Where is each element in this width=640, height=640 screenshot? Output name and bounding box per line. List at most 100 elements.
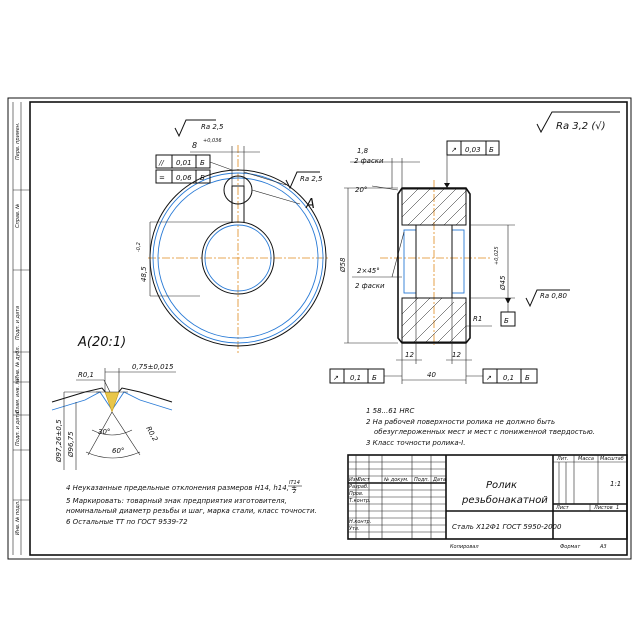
tol-frame-1 [155, 154, 211, 169]
format-value: A3 [599, 544, 607, 550]
roughness-keyway: Ra 2,5 [300, 175, 323, 183]
col-date: Дата [432, 477, 446, 483]
side-view: 1,8 2 фаски 20° ↗ 0,03 Б Ø58 2×45° 2 фас… [329, 140, 570, 384]
copied-by: Копировал [450, 544, 479, 550]
strip-label: Подп. и дата [15, 412, 21, 446]
angle: 20° [355, 186, 367, 194]
chamfer-top: 1,8 [357, 147, 369, 155]
tol-datum: Б [200, 174, 205, 182]
detail-a: A(20:1) R0,1 0,75±0,015 Ø97,26±0,5 Ø96,7… [51, 335, 176, 470]
side-strip: Перв. примен. Справ. № Подп. и дата Инв.… [12, 102, 30, 555]
tol-datum: Б [200, 159, 205, 167]
runout-icon: ↗ [333, 374, 339, 382]
chamfer-inner: 2×45° [357, 267, 380, 275]
chamfer-inner-label: 2 фаски [355, 282, 385, 290]
notes-left: 4 Неуказанные предельные отклонения разм… [66, 480, 317, 526]
keyway-width: 8 [192, 141, 197, 150]
tol-symbol: = [159, 174, 165, 182]
front-view: Ra 2,5 8 +0,036 // 0,01 Б = 0,06 Б Ra 2,… [136, 119, 330, 355]
row-razrab: Разраб. [349, 484, 369, 490]
detail-angle-30: 30° [98, 428, 110, 436]
datum-box [500, 311, 516, 327]
radius-label: R1 [473, 315, 482, 323]
detail-title: A(20:1) [77, 335, 126, 350]
runout-left-value: 0,1 [350, 374, 361, 382]
strip-label: Инв. № подл. [15, 501, 21, 536]
tol-value: 0,06 [176, 174, 192, 182]
col-doc: № докум. [383, 477, 409, 483]
chamfer-top-label: 2 фаски [354, 157, 384, 165]
note-line: 3 Класс точности ролика-I. [366, 439, 465, 447]
col-lit: Лит. [556, 456, 569, 462]
detail-width: 0,75±0,015 [132, 363, 174, 371]
detail-angle-60: 60° [112, 447, 124, 455]
runout-top-datum: Б [489, 146, 494, 154]
runout-top-frame [446, 140, 500, 156]
runout-icon: ↗ [451, 146, 457, 154]
strip-label: Взам. инв. № [15, 379, 21, 413]
row-prov: Пров. [349, 491, 364, 497]
row-tkontr: Т.контр. [349, 498, 371, 504]
detail-dia-1: Ø97,26±0,5 [55, 419, 63, 463]
row-nkontr: Н.контр. [349, 519, 371, 525]
datum-letter: Б [504, 317, 509, 325]
inner-frame [29, 101, 628, 556]
strip-label: Инв. № дубл. [15, 346, 21, 380]
note-line: 1 58...61 HRC [366, 407, 415, 415]
it-numerator: IT14 [289, 480, 300, 486]
note-line: 5 Маркировать: товарный знак предприятия… [66, 497, 287, 505]
dim-height-tol: -0,2 [136, 242, 142, 252]
title-block: Изм. Лист № докум. Подп. Дата Разраб. Пр… [347, 454, 628, 550]
note-line: обезуглероженных мест и мест с пониженно… [374, 428, 595, 436]
note-line: номинальный диаметр резьбы и шаг, марка … [66, 507, 317, 515]
section-letter: A [305, 197, 315, 212]
col-masshtab: Масштаб [600, 456, 624, 462]
keyway-tol: +0,036 [203, 138, 222, 144]
note-line: 6 Остальные ТТ по ГОСТ 9539-72 [66, 518, 188, 526]
part-material: Сталь Х12Ф1 ГОСТ 5950-2000 [452, 523, 562, 531]
strip-label: Подп. и дата [15, 306, 21, 340]
dim-12-right: 12 [452, 351, 461, 359]
col-massa: Масса [578, 456, 594, 462]
dim-bore-dia: Ø45 [499, 275, 507, 291]
dim-12-left: 12 [405, 351, 414, 359]
notes-right: 1 58...61 HRC 2 На рабочей поверхности р… [366, 407, 595, 447]
dim-height: 48,5 [140, 266, 148, 282]
detail-r01: R0,1 [78, 371, 94, 379]
col-sheet: Лист [555, 505, 570, 511]
note-line: 2 На рабочей поверхности ролика не должн… [366, 418, 555, 426]
part-name-2: резьбонакатной [461, 494, 548, 506]
runout-right-datum: Б [525, 374, 530, 382]
roughness-bore: Ra 0,80 [540, 292, 568, 300]
scale-value: 1:1 [610, 480, 621, 488]
sheets-value: 1 [616, 505, 619, 511]
general-roughness: Ra 3,2 (√) [536, 111, 620, 134]
roughness-top: Ra 2,5 [201, 123, 224, 131]
tol-value: 0,01 [176, 159, 192, 167]
detail-r02: R0,2 [144, 425, 159, 443]
part-name-1: Ролик [486, 480, 517, 491]
strip-label: Перв. примен. [15, 122, 21, 160]
strip-label: Справ. № [15, 204, 21, 228]
dim-outer-dia: Ø58 [339, 257, 347, 273]
runout-left-datum: Б [372, 374, 377, 382]
format-label: Формат [560, 544, 581, 550]
runout-top-value: 0,03 [465, 146, 481, 154]
detail-dia-2: Ø96,75 [67, 431, 75, 458]
roughness-general: Ra 3,2 (√) [556, 121, 606, 132]
hatch-top [401, 188, 467, 226]
dim-40: 40 [427, 371, 436, 379]
outer-frame [7, 97, 632, 560]
it-denominator: 2 [293, 489, 296, 495]
runout-right-value: 0,1 [503, 374, 514, 382]
dim-bore-tol: +0,025 [494, 246, 500, 265]
tol-frame-2 [155, 169, 211, 184]
row-utv: Утв. [349, 526, 360, 532]
col-izm: Изм. [349, 477, 361, 483]
note-line: 4 Неуказанные предельные отклонения разм… [66, 484, 297, 492]
tol-symbol: // [158, 159, 164, 167]
col-list: Лист [356, 477, 371, 483]
col-sheets: Листов [593, 505, 613, 511]
col-sign: Подп. [414, 477, 429, 483]
